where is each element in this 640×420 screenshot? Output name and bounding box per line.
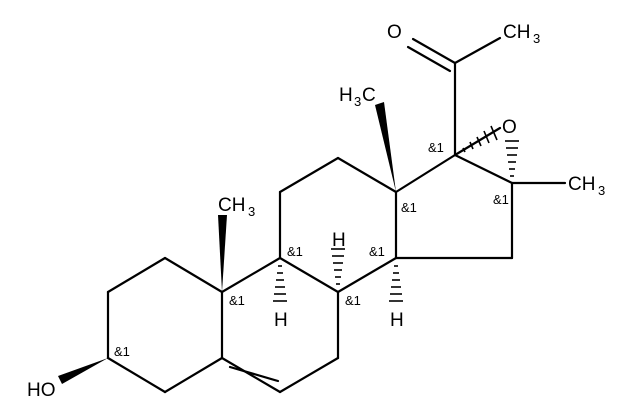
c16-methyl-label: CH bbox=[568, 174, 595, 195]
acetyl-methyl-subscript: 3 bbox=[533, 31, 540, 46]
bond-c3-c4 bbox=[106, 356, 167, 394]
bond-c5-c6-double bbox=[228, 365, 280, 383]
acetyl-methyl-label: CH bbox=[503, 22, 530, 43]
c13-methyl-subscript: 3 bbox=[354, 94, 361, 109]
bond-c11-c12 bbox=[278, 156, 340, 194]
stereo-marker-c9: &1 bbox=[287, 244, 303, 259]
bond-c1-c2 bbox=[106, 256, 167, 294]
bond-c4-c5 bbox=[163, 356, 224, 394]
stereo-marker-c17: &1 bbox=[428, 140, 444, 155]
wedge-bonds bbox=[58, 102, 396, 384]
c8-hydrogen-label: H bbox=[332, 230, 346, 251]
stereo-marker-c10: &1 bbox=[229, 293, 245, 308]
wedge-c10-methyl bbox=[218, 215, 227, 292]
bond-c12-c13 bbox=[336, 156, 398, 194]
hash-c9-h bbox=[273, 265, 287, 302]
bond-c9-c8 bbox=[278, 256, 340, 294]
bond-c6-c5 bbox=[220, 356, 282, 394]
bond-c17-c16 bbox=[453, 153, 514, 185]
stereo-marker-c16: &1 bbox=[493, 192, 509, 207]
atom-labels: O CH 3 H 3 C O CH 3 CH 3 HO H H H bbox=[27, 22, 605, 401]
bond-c10-c1 bbox=[163, 256, 224, 294]
bond-c13-c17 bbox=[394, 153, 457, 194]
hash-c17-epoxide-o bbox=[462, 125, 498, 153]
bond-c20-o-a bbox=[411, 37, 457, 65]
hash-c16-epoxide-o bbox=[505, 140, 519, 177]
hash-c14-h bbox=[389, 265, 403, 302]
c10-methyl-label: CH bbox=[218, 195, 245, 216]
bond-c7-c6 bbox=[278, 356, 340, 394]
bond-c20-c21 bbox=[453, 36, 502, 65]
stereo-marker-c8: &1 bbox=[345, 293, 361, 308]
hydroxyl-label: HO bbox=[27, 380, 56, 401]
hashed-bonds bbox=[273, 125, 519, 302]
stereo-marker-c3: &1 bbox=[114, 344, 130, 359]
ketone-oxygen-label: O bbox=[387, 22, 402, 43]
bond-c14-c8 bbox=[336, 256, 398, 294]
c10-methyl-subscript: 3 bbox=[248, 204, 255, 219]
bond-c17-epoxide-o bbox=[453, 126, 502, 157]
c13-methyl-c-label: C bbox=[362, 85, 376, 106]
bond-c20-o-b bbox=[406, 45, 452, 73]
c13-methyl-h-label: H bbox=[339, 85, 353, 106]
hash-c8-h bbox=[331, 248, 345, 285]
wedge-c3-oh bbox=[58, 358, 108, 384]
c9-hydrogen-label: H bbox=[274, 310, 288, 331]
c16-methyl-subscript: 3 bbox=[598, 183, 605, 198]
epoxide-oxygen-label: O bbox=[502, 117, 517, 138]
stereo-marker-c13: &1 bbox=[401, 200, 417, 215]
bond-c10-c9 bbox=[220, 256, 282, 294]
c14-hydrogen-label: H bbox=[390, 310, 404, 331]
stereo-marker-c14: &1 bbox=[369, 244, 385, 259]
wedge-c13-methyl bbox=[375, 102, 396, 192]
stereo-markers: &1 &1 &1 &1 &1 &1 &1 &1 bbox=[114, 140, 509, 359]
bonds bbox=[106, 36, 567, 394]
